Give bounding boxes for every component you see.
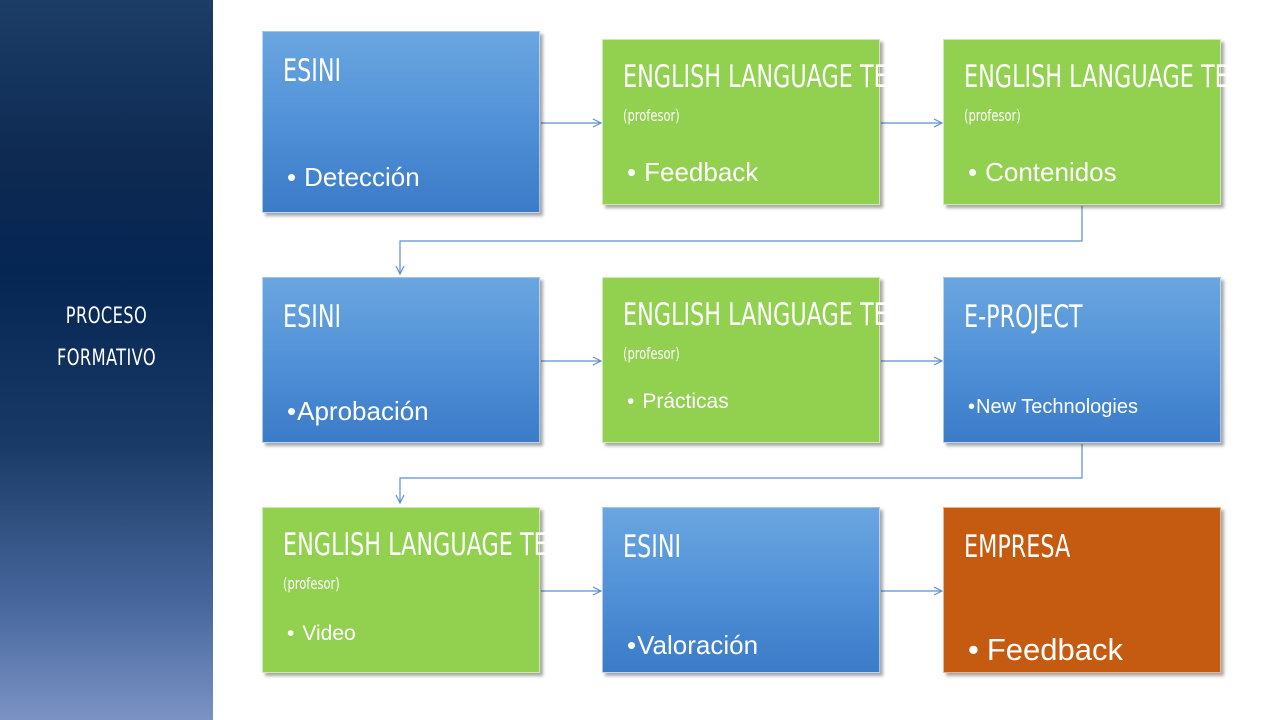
step-box: EMPRESA Feedback	[943, 507, 1221, 673]
arrow-r1-wrap	[400, 206, 1083, 274]
step-bullet: Prácticas	[627, 390, 728, 414]
step-bullet: Aprobación	[287, 396, 429, 427]
step-bullet: Detección	[287, 162, 420, 193]
step-title: EMPRESA	[964, 529, 1071, 565]
section-title: PROCESO FORMATIVO	[19, 296, 194, 380]
step-title: ESINI	[283, 53, 342, 89]
step-title: ESINI	[623, 529, 682, 565]
step-bullet: New Technologies	[968, 396, 1138, 419]
step-title: ENGLISH LANGUAGE TEACHER(profesor)	[283, 527, 625, 593]
step-box: ESINI Aprobación	[262, 277, 540, 443]
section-title-line-1: PROCESO	[65, 304, 148, 329]
step-box: ESINI Valoración	[602, 507, 880, 673]
step-title: ENGLISH LANGUAGE TEACHER(profesor)	[623, 297, 965, 363]
step-box: E-PROJECT New Technologies	[943, 277, 1221, 443]
step-box: ENGLISH LANGUAGE TEACHER(profesor) Feedb…	[602, 39, 964, 205]
arrow-r2-wrap	[400, 444, 1083, 503]
step-box: ESINI Detección	[262, 31, 540, 213]
step-title: E-PROJECT	[964, 299, 1083, 335]
sidebar: PROCESO FORMATIVO	[0, 0, 213, 720]
step-bullet: Feedback	[627, 157, 758, 188]
step-box: ENGLISH LANGUAGE TEACHER(profesor) Video	[262, 507, 624, 673]
step-bullet: Valoración	[627, 630, 758, 661]
section-title-line-2: FORMATIVO	[56, 346, 157, 371]
step-bullet: Contenidos	[968, 157, 1117, 188]
step-bullet: Video	[287, 622, 355, 646]
step-title: ESINI	[283, 299, 342, 335]
step-title: ENGLISH LANGUAGE TEACHER(profesor)	[623, 59, 965, 125]
step-bullet: Feedback	[968, 632, 1123, 668]
step-title: ENGLISH LANGUAGE TEACHER(profesor)	[964, 59, 1280, 125]
step-box: ENGLISH LANGUAGE TEACHER(profesor) Conte…	[943, 39, 1280, 205]
step-box: ENGLISH LANGUAGE TEACHER(profesor) Práct…	[602, 277, 964, 443]
